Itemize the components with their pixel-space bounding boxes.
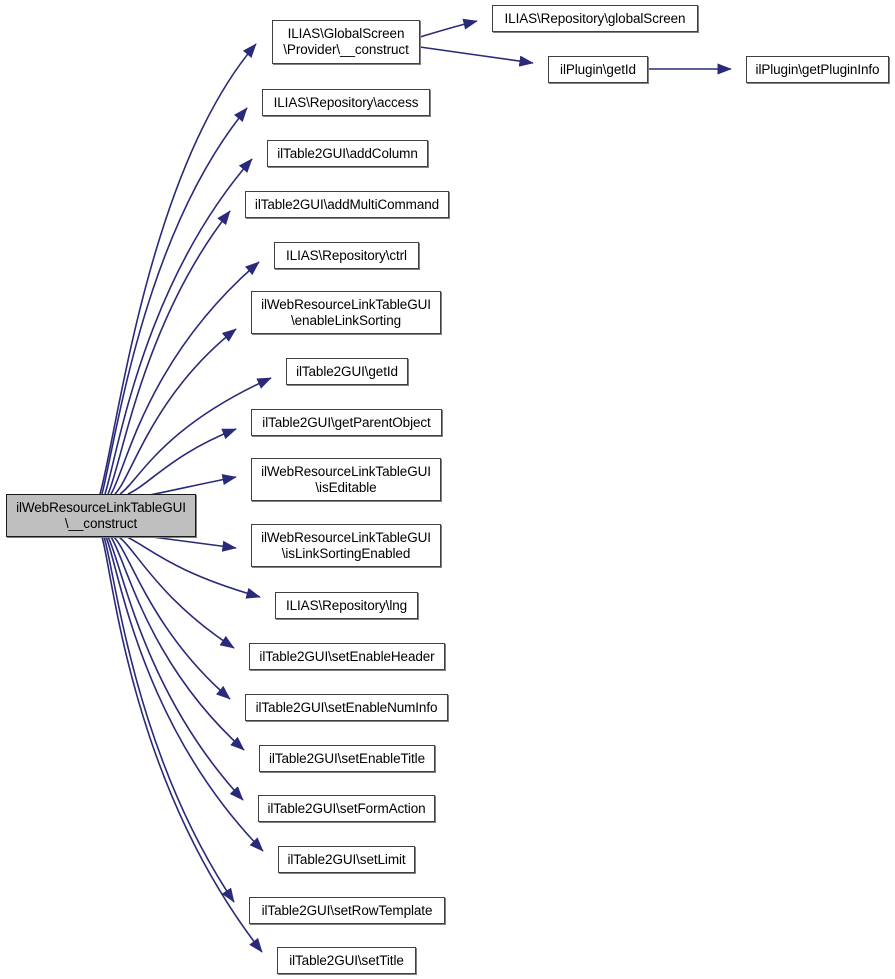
graph-node-n16[interactable]: ilTable2GUI\setLimit	[278, 846, 415, 873]
call-edge-n1-to-n20	[419, 46, 534, 67]
call-edge-root-to-n12	[118, 536, 235, 649]
graph-node-n9[interactable]: ilWebResourceLinkTableGUI \isEditable	[251, 458, 441, 501]
graph-node-label: ilTable2GUI\setEnableHeader	[259, 648, 435, 664]
graph-node-label: ilWebResourceLinkTableGUI \isEditable	[261, 463, 431, 495]
graph-node-label: ilTable2GUI\setTitle	[289, 952, 404, 968]
graph-node-label: ilPlugin\getPluginInfo	[755, 61, 880, 77]
call-edge-root-to-n3	[104, 158, 253, 495]
graph-node-n19[interactable]: ILIAS\Repository\globalScreen	[492, 5, 698, 32]
graph-node-label: ilTable2GUI\setEnableNumInfo	[255, 699, 438, 715]
graph-node-n1[interactable]: ILIAS\GlobalScreen \Provider\__construct	[272, 20, 420, 64]
graph-node-label: ilTable2GUI\addMultiCommand	[254, 196, 440, 212]
graph-node-label: ILIAS\GlobalScreen \Provider\__construct	[283, 26, 409, 57]
graph-node-n12[interactable]: ilTable2GUI\setEnableHeader	[249, 643, 445, 670]
graph-node-n7[interactable]: ilTable2GUI\getId	[286, 358, 408, 385]
call-edge-root-to-n15	[107, 536, 244, 801]
call-edge-root-to-n8	[127, 428, 237, 495]
graph-node-n21[interactable]: ilPlugin\getPluginInfo	[746, 56, 889, 83]
call-edge-root-to-n14	[110, 536, 245, 751]
call-edge-root-to-n6	[114, 328, 237, 495]
graph-node-label: ilTable2GUI\setEnableTitle	[269, 750, 425, 766]
graph-node-label: ILIAS\Repository\lng	[285, 597, 408, 613]
graph-node-n8[interactable]: ilTable2GUI\getParentObject	[251, 409, 442, 436]
call-edge-root-to-n2	[101, 107, 248, 495]
graph-node-n5[interactable]: ILIAS\Repository\ctrl	[274, 242, 419, 269]
graph-node-n15[interactable]: ilTable2GUI\setFormAction	[258, 795, 435, 822]
graph-node-n10[interactable]: ilWebResourceLinkTableGUI \isLinkSorting…	[251, 524, 441, 567]
call-edge-root-to-n13	[113, 536, 231, 700]
graph-node-n6[interactable]: ilWebResourceLinkTableGUI \enableLinkSor…	[251, 291, 441, 334]
graph-node-label: ilTable2GUI\getParentObject	[262, 414, 431, 430]
graph-node-n13[interactable]: ilTable2GUI\setEnableNumInfo	[245, 694, 448, 721]
graph-node-label: ilWebResourceLinkTableGUI \__construct	[16, 499, 186, 531]
call-edge-root-to-n18	[101, 536, 263, 953]
graph-node-n18[interactable]: ilTable2GUI\setTitle	[277, 947, 416, 974]
call-edge-root-to-n4	[107, 210, 231, 495]
graph-node-label: ilTable2GUI\setRowTemplate	[261, 902, 433, 918]
graph-node-root[interactable]: ilWebResourceLinkTableGUI \__construct	[6, 494, 196, 537]
graph-node-n17[interactable]: ilTable2GUI\setRowTemplate	[249, 897, 445, 924]
graph-node-n2[interactable]: ILIAS\Repository\access	[262, 89, 430, 116]
graph-node-label: ilTable2GUI\getId	[296, 363, 398, 379]
graph-node-label: ilTable2GUI\addColumn	[277, 145, 418, 161]
graph-node-label: ilWebResourceLinkTableGUI \isLinkSorting…	[261, 529, 431, 561]
call-edge-root-to-n17	[103, 536, 235, 903]
graph-node-label: ILIAS\Repository\ctrl	[286, 247, 407, 263]
graph-node-n20[interactable]: ilPlugin\getId	[548, 56, 648, 83]
graph-node-label: ilWebResourceLinkTableGUI \enableLinkSor…	[261, 296, 431, 328]
call-edge-n1-to-n19	[419, 18, 478, 38]
graph-node-label: ilPlugin\getId	[560, 61, 636, 77]
call-edge-root-to-n1	[99, 43, 257, 495]
call-edge-root-to-n10	[144, 535, 237, 552]
graph-node-n11[interactable]: ILIAS\Repository\lng	[275, 592, 418, 619]
call-edge-root-to-n7	[119, 377, 272, 495]
call-edge-root-to-n16	[105, 536, 264, 852]
graph-node-n4[interactable]: ilTable2GUI\addMultiCommand	[245, 191, 449, 218]
graph-node-n3[interactable]: ilTable2GUI\addColumn	[267, 140, 428, 167]
call-edge-root-to-n11	[126, 536, 261, 599]
graph-node-label: ilTable2GUI\setLimit	[287, 851, 406, 867]
graph-node-label: ILIAS\Repository\globalScreen	[504, 10, 686, 26]
graph-node-n14[interactable]: ilTable2GUI\setEnableTitle	[259, 745, 435, 772]
graph-node-label: ilTable2GUI\setFormAction	[267, 800, 426, 816]
graph-node-label: ILIAS\Repository\access	[273, 94, 419, 110]
call-edge-root-to-n5	[110, 261, 260, 495]
